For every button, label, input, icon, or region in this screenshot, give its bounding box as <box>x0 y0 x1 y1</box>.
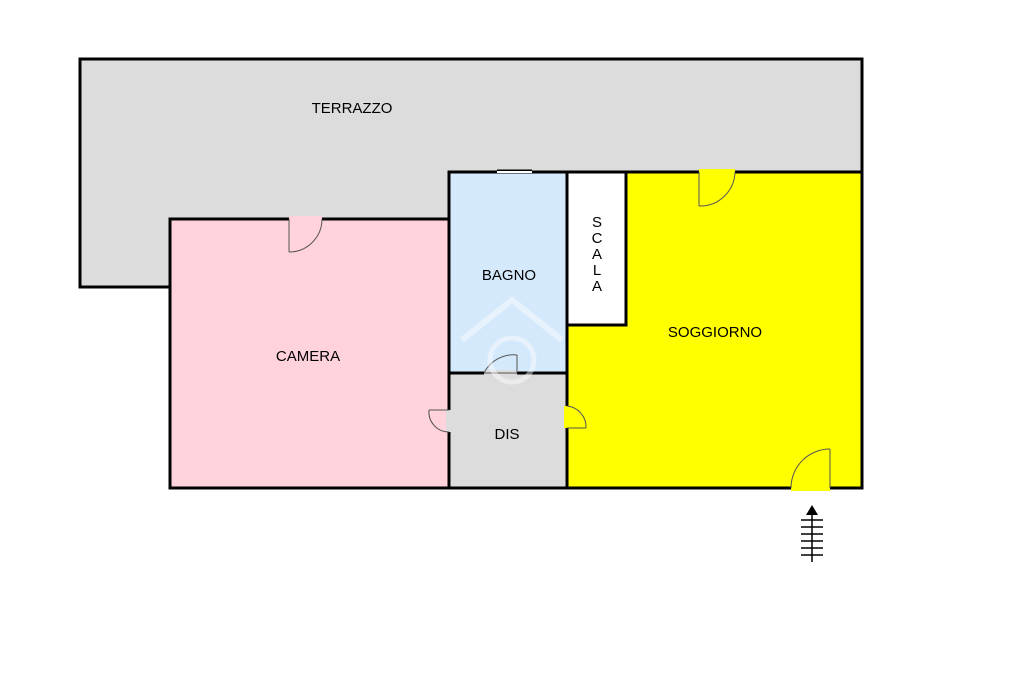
entrance-arrow-icon <box>801 505 823 562</box>
room-scala: S C A L A <box>565 170 628 327</box>
camera-label: CAMERA <box>276 348 340 365</box>
door-camera-terrazzo <box>288 216 323 253</box>
room-bagno: BAGNO <box>447 170 569 375</box>
bagno-label: BAGNO <box>482 267 536 284</box>
door-camera-dis <box>428 409 452 433</box>
door-entrance <box>790 448 831 491</box>
soggiorno-label: SOGGIORNO <box>668 324 762 341</box>
scala-area <box>565 170 628 327</box>
camera-area <box>168 217 451 490</box>
room-camera: CAMERA <box>168 217 451 490</box>
watermark-logo-icon <box>460 297 564 385</box>
dis-label: DIS <box>494 426 519 443</box>
terrazzo-label: TERRAZZO <box>312 100 393 117</box>
door-soggiorno-terrazzo <box>698 169 736 207</box>
door-bagno-dis <box>483 354 518 376</box>
scala-letter-4: L <box>593 262 601 279</box>
room-dis: DIS <box>447 371 569 490</box>
scala-letter-2: C <box>592 230 603 247</box>
scala-letter-3: A <box>592 246 602 263</box>
door-dis-soggiorno <box>564 405 587 429</box>
scala-letter-1: S <box>592 214 602 231</box>
scala-letter-5: A <box>592 278 602 295</box>
dis-area <box>447 371 569 490</box>
